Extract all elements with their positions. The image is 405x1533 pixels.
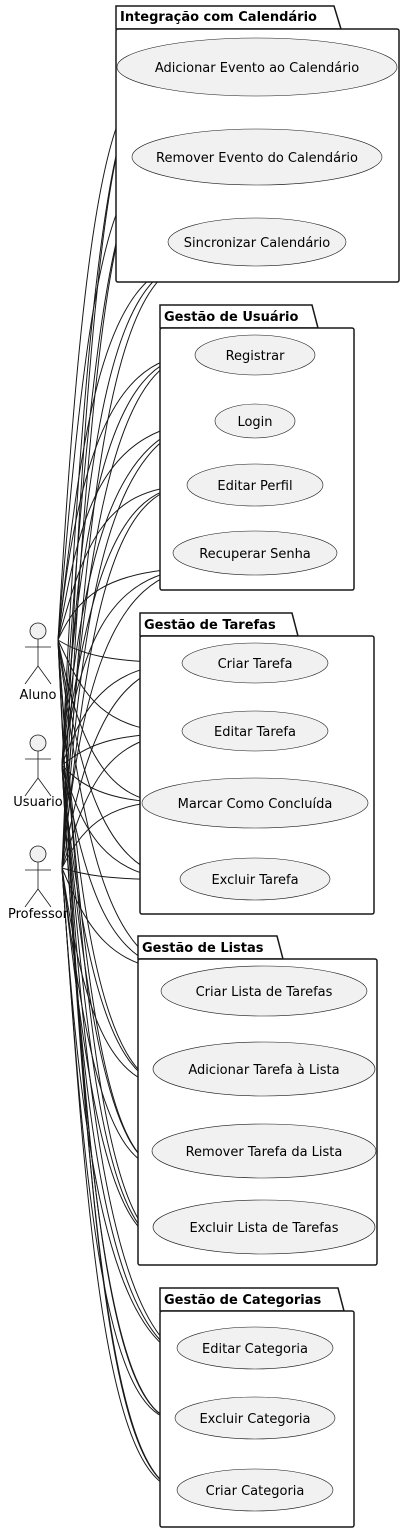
actor-professor[interactable]: Professor — [8, 845, 69, 922]
use-case-label: Registrar — [226, 349, 285, 364]
package-title-tarefas: Gestão de Tarefas — [144, 618, 276, 633]
use-case-label: Sincronizar Calendário — [184, 236, 330, 251]
use-case-excluir-lista[interactable]: Excluir Lista de Tarefas — [152, 1199, 376, 1255]
use-case-excluir-tarefa[interactable]: Excluir Tarefa — [179, 857, 331, 901]
use-case-remover-evento[interactable]: Remover Evento do Calendário — [131, 128, 383, 186]
package-usuario: Gestão de Usuário Registrar Login Editar… — [159, 304, 355, 591]
use-case-label: Criar Lista de Tarefas — [196, 985, 333, 1000]
package-title-categorias: Gestão de Categorias — [164, 1293, 322, 1308]
association-P-perf — [61, 481, 191, 869]
actor-aluno[interactable]: Aluno — [20, 622, 57, 703]
package-calendario: Integração com Calendário Adicionar Even… — [115, 5, 400, 283]
use-case-excluir-categoria[interactable]: Excluir Categoria — [174, 1396, 336, 1440]
use-case-sincronizar-calendario[interactable]: Sincronizar Calendário — [167, 217, 347, 267]
use-case-label: Recuperar Senha — [199, 547, 311, 562]
use-case-label: Editar Perfil — [217, 479, 292, 494]
use-case-label: Excluir Tarefa — [211, 873, 298, 888]
package-listas: Gestão de Listas Criar Lista de Tarefas … — [137, 935, 378, 1266]
actor-label-usuario: Usuario — [13, 795, 62, 810]
association-P-cc — [61, 867, 183, 1495]
package-title-usuario: Gestão de Usuário — [164, 310, 299, 325]
use-case-editar-categoria[interactable]: Editar Categoria — [176, 1326, 334, 1370]
package-title-calendario: Integração com Calendário — [120, 10, 317, 25]
use-case-remover-tarefa-lista[interactable]: Remover Tarefa da Lista — [151, 1123, 377, 1179]
use-case-registrar[interactable]: Registrar — [194, 334, 316, 376]
package-tarefas: Gestão de Tarefas Criar Tarefa Editar Ta… — [139, 612, 375, 915]
use-case-label: Excluir Categoria — [199, 1412, 310, 1427]
use-case-label: Login — [237, 415, 272, 430]
use-case-criar-categoria[interactable]: Criar Categoria — [176, 1468, 334, 1512]
use-case-label: Adicionar Evento ao Calendário — [155, 61, 359, 76]
actor-label-aluno: Aluno — [20, 688, 57, 703]
actor-usuario[interactable]: Usuario — [13, 734, 63, 810]
use-case-criar-tarefa[interactable]: Criar Tarefa — [181, 642, 329, 684]
package-categorias: Gestão de Categorias Editar Categoria Ex… — [159, 1287, 355, 1528]
use-case-criar-lista[interactable]: Criar Lista de Tarefas — [160, 965, 368, 1017]
use-case-editar-tarefa[interactable]: Editar Tarefa — [181, 710, 329, 752]
use-case-login[interactable]: Login — [214, 403, 296, 439]
use-case-recuperar-senha[interactable]: Recuperar Senha — [172, 530, 338, 576]
use-case-adicionar-evento[interactable]: Adicionar Evento ao Calendário — [116, 37, 398, 97]
use-case-adicionar-tarefa-lista[interactable]: Adicionar Tarefa à Lista — [152, 1041, 376, 1097]
use-case-label: Editar Tarefa — [214, 725, 296, 740]
use-case-label: Marcar Como Concluída — [178, 797, 333, 812]
package-title-listas: Gestão de Listas — [142, 941, 264, 956]
use-case-label: Adicionar Tarefa à Lista — [188, 1063, 339, 1078]
use-case-label: Criar Categoria — [206, 1484, 305, 1499]
use-case-label: Editar Categoria — [202, 1342, 308, 1357]
use-case-label: Remover Evento do Calendário — [156, 151, 358, 166]
use-case-label: Criar Tarefa — [218, 657, 293, 672]
use-case-marcar-concluida[interactable]: Marcar Como Concluída — [141, 777, 369, 829]
use-case-editar-perfil[interactable]: Editar Perfil — [186, 463, 324, 507]
use-case-label: Remover Tarefa da Lista — [186, 1145, 343, 1160]
actor-label-professor: Professor — [8, 907, 69, 922]
use-case-label: Excluir Lista de Tarefas — [189, 1221, 338, 1236]
